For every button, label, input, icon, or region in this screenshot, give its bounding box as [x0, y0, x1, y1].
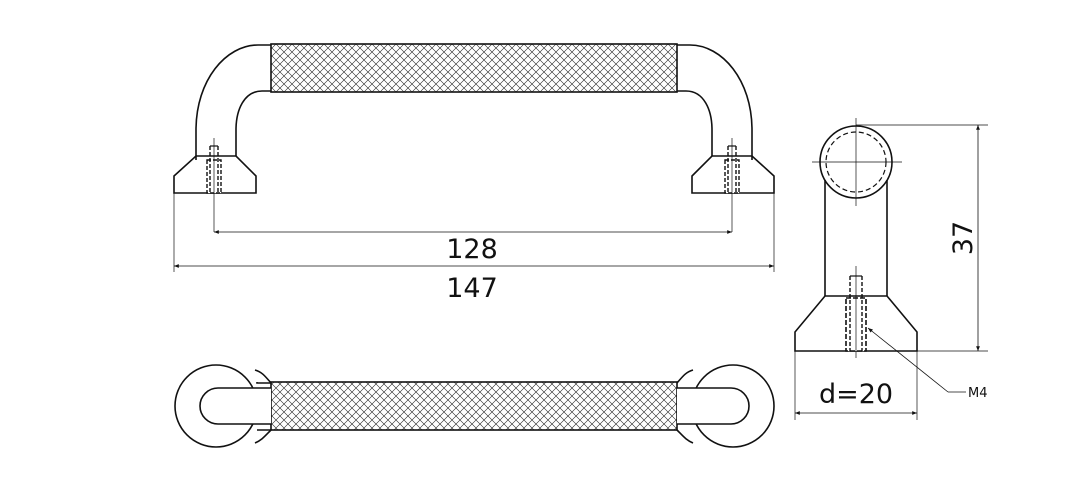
dim-label-147: 147 [446, 273, 498, 304]
front-knurled-grip [270, 43, 678, 93]
dim-label-128: 128 [446, 234, 498, 265]
front-right-thread [724, 138, 740, 232]
thread-leader [867, 327, 949, 393]
front-left-thread [206, 138, 222, 232]
front-left-foot [173, 155, 257, 194]
front-view: 128 147 [173, 43, 775, 304]
side-stem [824, 180, 888, 296]
top-left-end [199, 382, 271, 431]
side-view: 37 d=20 M4 [794, 118, 988, 420]
side-thread [845, 266, 867, 358]
top-knurled-grip [270, 381, 678, 431]
dim-label-d20: d=20 [819, 379, 893, 410]
front-right-bend [677, 44, 753, 160]
front-left-bend [195, 44, 271, 160]
thread-label-m4: M4 [968, 386, 988, 401]
top-view [174, 364, 775, 448]
dim-label-37: 37 [948, 221, 979, 255]
top-right-end [700, 387, 750, 425]
